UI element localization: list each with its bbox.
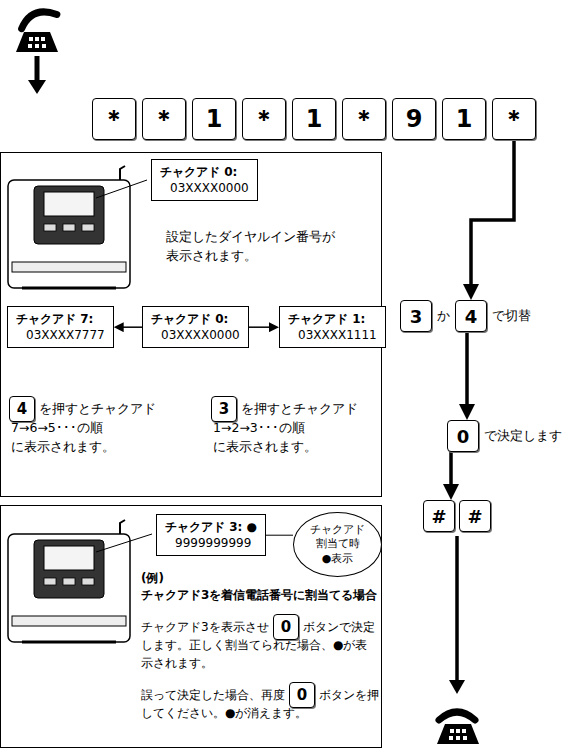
phone-unit-illustration — [8, 520, 130, 642]
display-box: チャクアド 1:03XXXX1111 — [279, 306, 386, 348]
phone-base — [437, 724, 479, 744]
key-label: 3 — [410, 306, 423, 327]
flow-arrow — [119, 326, 142, 328]
display-text: チャクアド 0: — [151, 311, 240, 327]
key-label: 1 — [306, 105, 323, 133]
display-text: チャクアド 7: — [16, 311, 105, 327]
instruction-text: で切替 — [492, 307, 531, 325]
phone-off-hook-icon — [16, 6, 58, 52]
dial-key: 1 — [192, 98, 236, 140]
panel-note: チャクアド3を表示させ — [141, 618, 269, 636]
key-label: ＊ — [152, 103, 176, 135]
phone-base — [16, 32, 58, 52]
dial-key: ＊ — [92, 98, 136, 140]
dial-key: ＊ — [242, 98, 286, 140]
key-button: # — [459, 500, 491, 532]
handset — [18, 6, 57, 29]
display-text: 03XXXX1111 — [288, 327, 377, 343]
leader-line — [96, 534, 152, 552]
dial-key: ＊ — [492, 98, 536, 140]
key-label: 9 — [406, 105, 423, 133]
key-label: ＊ — [102, 103, 126, 135]
key-button: 0 — [273, 614, 299, 640]
display-callout: チャクアド 3: ●9999999999 — [156, 514, 266, 556]
display-text: チャクアド 1: — [288, 311, 377, 327]
flow-arrow — [471, 140, 514, 292]
key-button: 3 — [400, 300, 432, 332]
flow-arrow — [449, 452, 453, 492]
key-label: 0 — [281, 618, 291, 636]
panel-note: 設定したダイヤルイン番号が 表示されます。 — [166, 228, 351, 266]
note-bubble: チャクアド 割当て時 ●表示 — [293, 512, 382, 577]
flow-arrow — [449, 536, 465, 694]
key-label: # — [467, 506, 482, 527]
display-box: チャクアド 0:03XXXX0000 — [142, 306, 249, 348]
dial-key: 9 — [392, 98, 436, 140]
key-button: # — [423, 500, 455, 532]
dial-key: 1 — [292, 98, 336, 140]
phone-unit-illustration — [8, 166, 130, 288]
instruction-text: で決定します — [484, 427, 562, 445]
handset — [439, 712, 475, 720]
step-panel: (例) チャクアド3を着信電話番号に割当てる場合チャクアド3を表示させボタンで決… — [0, 505, 382, 748]
display-box: チャクアド 7:03XXXX7777 — [7, 306, 114, 348]
display-text: 9999999999 — [165, 535, 257, 551]
display-callout: チャクアド 0:03XXXX0000 — [151, 159, 258, 201]
flow-arrow — [249, 326, 274, 328]
leader-line — [96, 180, 147, 198]
phone-hang-up-icon — [437, 712, 479, 744]
display-text: チャクアド 0: — [160, 164, 249, 180]
dial-key: 1 — [442, 98, 486, 140]
dial-key: ＊ — [142, 98, 186, 140]
key-label: ＊ — [502, 103, 526, 135]
display-text: 03XXXX7777 — [16, 327, 105, 343]
key-button: 0 — [289, 682, 315, 708]
bubble-text: チャクアド 割当て時 ●表示 — [310, 523, 365, 566]
key-label: ＊ — [252, 103, 276, 135]
panel-note: 誤って決定した場合、再度 — [141, 686, 285, 704]
key-label: 1 — [456, 105, 473, 133]
flow-arrow — [266, 535, 293, 536]
step-panel: 設定したダイヤルイン番号が 表示されます。を押すとチャクアド 7→6→5･･･の… — [0, 152, 382, 497]
key-label: 4 — [465, 306, 478, 327]
panel-note: ボタンで決定します。正しく割当てられた場合、●が表示されます。 — [141, 618, 379, 672]
key-button: 0 — [447, 420, 479, 452]
key-label: 4 — [17, 400, 27, 418]
display-text: チャクアド 3: ● — [165, 519, 257, 535]
display-text: 03XXXX0000 — [160, 180, 249, 196]
key-label: ＊ — [352, 103, 376, 135]
key-button: 3 — [211, 396, 237, 422]
instruction-text: か — [437, 307, 450, 325]
key-label: # — [431, 506, 446, 527]
panel-note: ボタンを押してください。●が消えます。 — [141, 686, 379, 722]
key-label: 3 — [219, 400, 229, 418]
key-label: 0 — [297, 686, 307, 704]
key-button: 4 — [455, 300, 487, 332]
dial-key: ＊ — [342, 98, 386, 140]
flow-arrow — [465, 332, 469, 412]
key-label: 1 — [206, 105, 223, 133]
flow-arrow — [28, 56, 46, 94]
display-text: 03XXXX0000 — [151, 327, 240, 343]
key-button: 4 — [9, 396, 35, 422]
key-label: 0 — [457, 426, 470, 447]
